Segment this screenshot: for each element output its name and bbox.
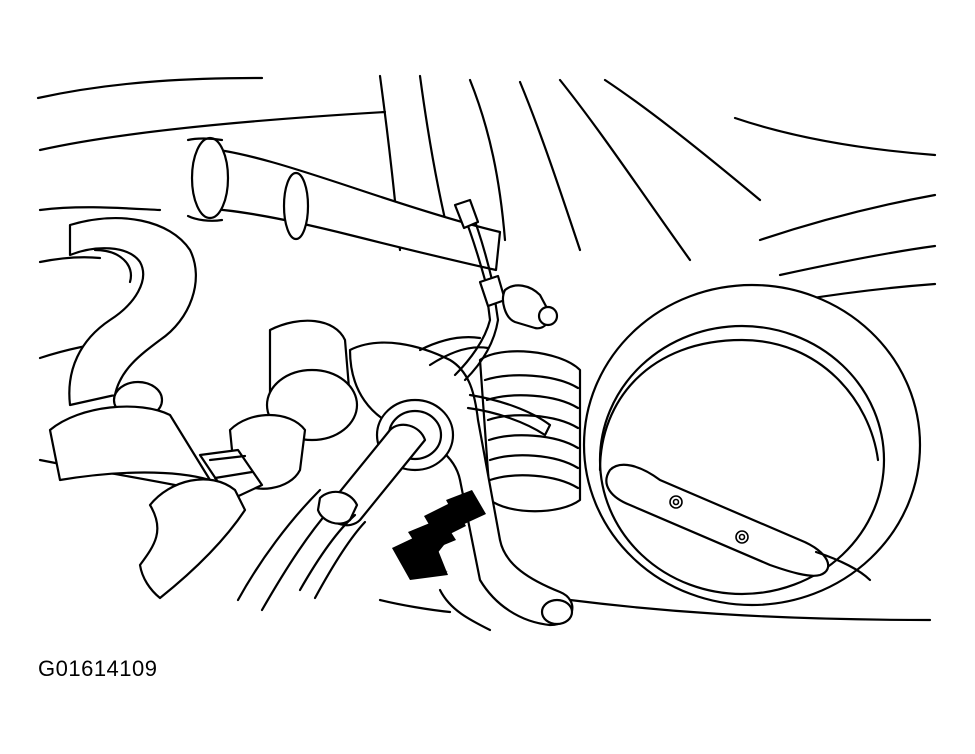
accelerator-cable (300, 400, 453, 598)
throttle-body (584, 285, 920, 605)
throttle-bellows (480, 351, 580, 511)
removal-direction-arrow-icon (392, 490, 486, 580)
figure-code-label: G01614109 (38, 656, 158, 681)
sensor-wiring (420, 200, 557, 380)
engine-bay-outlines (38, 76, 935, 630)
lower-hose (50, 218, 210, 480)
cruise-control-cable (140, 321, 357, 610)
coolant-hose (188, 138, 500, 270)
